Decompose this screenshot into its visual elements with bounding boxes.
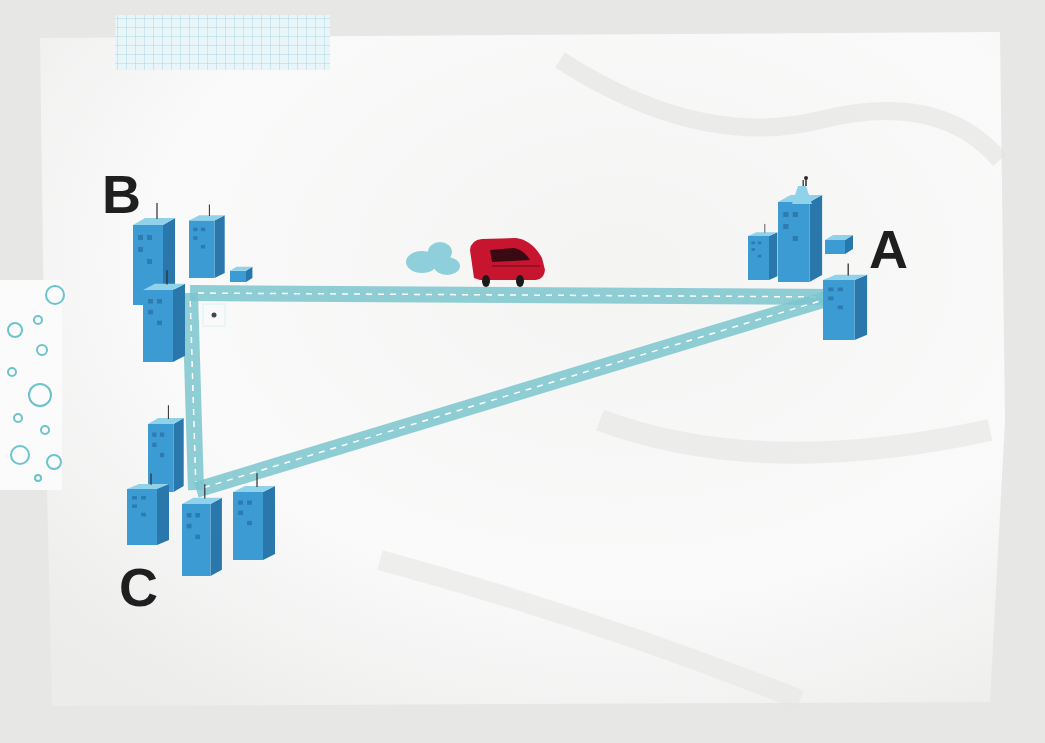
- city-node: C: [188, 482, 204, 498]
- road-connector: [204, 299, 825, 487]
- right-angle-mark: [203, 304, 225, 326]
- building: [189, 205, 225, 278]
- car-body: [470, 238, 545, 280]
- cloud-puff: [434, 257, 460, 275]
- tape-circles: [8, 286, 64, 481]
- building: [143, 270, 185, 362]
- exhaust-cloud: [406, 242, 460, 275]
- city-label: A: [869, 222, 908, 276]
- tape-circle: [8, 368, 16, 376]
- car-wheel: [516, 275, 524, 287]
- road: [190, 301, 196, 482]
- road-center-line: [204, 299, 825, 487]
- car-line: [492, 265, 540, 267]
- tape-circle: [41, 426, 49, 434]
- right-angle-dot: [212, 313, 217, 318]
- tape-circle: [34, 316, 42, 324]
- city-node: B: [182, 285, 198, 301]
- tape-circle: [8, 323, 22, 337]
- building: [233, 473, 275, 560]
- tape-circle: [37, 345, 47, 355]
- building: [825, 235, 853, 254]
- antenna-tip: [804, 176, 808, 180]
- paper-crease: [380, 560, 800, 700]
- road-connector: [198, 293, 825, 297]
- tape-circle: [46, 286, 64, 304]
- building: [823, 264, 867, 341]
- road: [204, 299, 825, 487]
- building: [748, 224, 777, 280]
- tape-circle: [14, 414, 22, 422]
- paper-crease: [560, 60, 1000, 160]
- building: [182, 484, 222, 576]
- road-connector: [190, 301, 196, 482]
- car-wheel: [482, 275, 490, 287]
- tape-circle: [35, 475, 41, 481]
- paper-crease: [600, 420, 990, 453]
- grid-tape-lines: [115, 15, 330, 70]
- road: [198, 293, 825, 297]
- building: [148, 405, 184, 492]
- paper-sheet: [40, 32, 1005, 706]
- building: [230, 267, 252, 282]
- grid-tape: [115, 15, 330, 70]
- building: [127, 474, 169, 545]
- road-center-line: [198, 293, 825, 297]
- city-label: C: [119, 560, 158, 614]
- building-spire: [792, 186, 812, 204]
- city-node: A: [825, 289, 841, 305]
- tape-circle: [29, 384, 51, 406]
- tape-circle: [11, 446, 29, 464]
- car-window: [490, 248, 530, 262]
- city-label: B: [102, 167, 141, 221]
- tape-circle: [47, 455, 61, 469]
- road-center-line: [190, 301, 196, 482]
- red-car: [470, 238, 545, 287]
- building: [778, 180, 822, 282]
- circle-tape: [0, 280, 62, 490]
